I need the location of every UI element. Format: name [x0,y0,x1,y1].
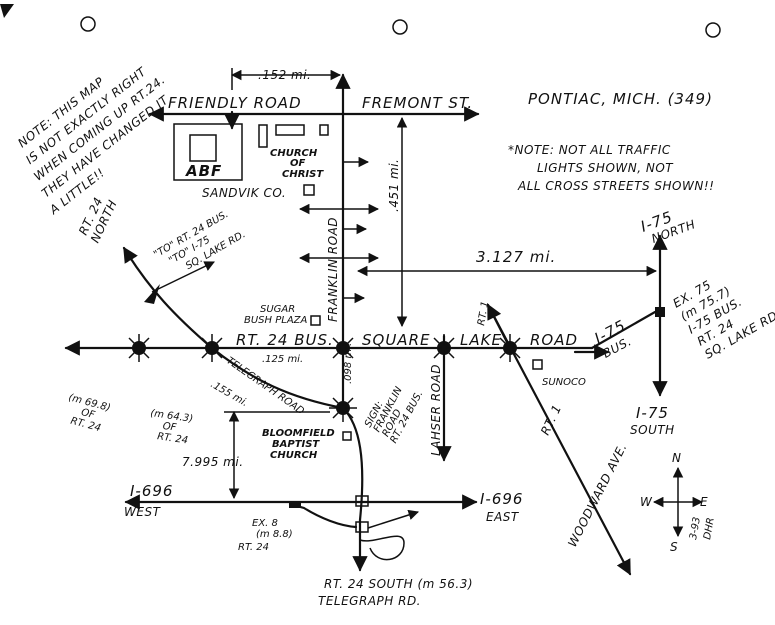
compass-icon [652,466,704,538]
date-stamp: 3-93 [688,516,703,540]
traffic-light-icon [430,334,458,362]
traffic-light-icon [329,394,357,422]
telegraph-loop [359,535,405,561]
distance-3127: 3.127 mi. [476,248,556,266]
m643-text: OF [162,421,177,434]
sunoco-marker [532,359,543,370]
traffic-light-icon [198,334,226,362]
lahser-road-label: LAHSER ROAD [429,364,443,456]
woodward-label: WOODWARD AVE. [565,441,629,549]
fremont-st-label: FREMONT ST. [362,94,473,112]
ex75-marker [655,307,665,317]
distance-125: .125 mi. [262,354,303,365]
lake-label: LAKE [460,331,502,349]
abf-label: ABF [185,162,222,180]
sugar-bush-label: SUGAR [260,304,295,315]
ex8-ramp [288,502,358,529]
distance-7995: 7.995 mi. [182,455,244,469]
woodward-north [486,303,512,350]
square-label: SQUARE [362,331,430,349]
to-rt24-label: "TO" RT. 24 BUS. "TO" I-75 SQ. LAKE RD. [152,209,247,272]
church-christ-label: CHRIST [282,169,324,180]
traffic-light-icon [496,334,524,362]
i696-east-text: EAST [486,510,520,524]
m698-text: RT. 24 [69,416,102,435]
ex75-label: EX. 75 (m 75.7) I-75 BUS. RT. 24 SQ. LAK… [671,278,775,362]
note-right-line: *NOTE: NOT ALL TRAFFIC [508,143,671,157]
rt24-south-text: TELEGRAPH RD. [318,594,421,608]
road-label: ROAD [530,331,578,349]
i75-south-text: SOUTH [630,423,675,437]
abf-inner [189,134,217,162]
baptist-marker [342,431,352,441]
rt24-south-text: RT. 24 SOUTH (m 56.3) [324,577,473,591]
i75-north-label: I-75 NORTH [638,208,697,246]
rt24-north-label: RT. 24 NORTH [76,195,120,245]
distance-152: .152 mi. [258,68,311,82]
sandvik-marker [303,184,315,196]
sunoco-label: SUNOCO [542,377,586,388]
i696-west-text: WEST [124,505,162,519]
church-christ-marker [258,124,268,148]
baptist-label: BLOOMFIELD [262,428,335,439]
telegraph-south [341,406,368,572]
distance-451: .451 mi. [387,159,401,212]
ex8-text: (m 8.8) [256,529,293,540]
baptist-label: BAPTIST [272,439,320,450]
i75-bus-label: I-75 BUS. [591,316,633,361]
i696-west-text: I-696 [130,482,173,500]
friendly-road-label: FRIENDLY ROAD [168,94,302,112]
traffic-light-icon [329,334,357,362]
note-left: NOTE: THIS MAP IS NOT EXACTLY RIGHT WHEN… [15,64,172,218]
church-christ-label: CHURCH [270,148,318,159]
ex8-marker [289,502,301,508]
punch-hole-icon [705,22,721,38]
distance-155: .155 mi. [209,379,250,409]
baptist-label: CHURCH [270,450,318,461]
note-right-line: LIGHTS SHOWN, NOT [537,161,674,175]
interchange-box [355,521,369,533]
church-christ-marker [319,124,329,136]
punch-hole-icon [80,16,96,32]
ex8-text: EX. 8 [252,518,278,529]
note-right-line: ALL CROSS STREETS SHOWN!! [517,179,714,193]
m643-label: (m 64.3) OF RT. 24 [150,408,194,446]
m698-text: OF [80,407,96,421]
sugar-bush-marker [310,315,321,326]
sign-label: SIGN: FRANKLIN ROAD RT. 24 BUS. [363,385,425,446]
compass-n: N [672,451,681,465]
compass-w: W [640,495,653,509]
corner-arrow-icon [0,4,14,18]
sandvik-label: SANDVIK CO. [202,186,286,200]
square-lake-ramp [590,310,657,350]
church-christ-marker [275,124,305,136]
map-title: PONTIAC, MICH. (349) [528,90,713,108]
ramp [367,509,420,529]
traffic-light-icon [125,334,153,362]
m643-text: RT. 24 [156,431,188,446]
rt24-bus-label: RT. 24 BUS. [236,331,334,349]
franklin-road-label: FRANKLIN ROAD [326,217,340,322]
i75-south-text: I-75 [636,404,669,422]
punch-hole-icon [392,19,408,35]
date-stamp: DHR [702,517,717,541]
rt24-north-curve [122,246,345,410]
m698-label: (m 69.8) OF RT. 24 [67,392,111,435]
ramp-marker-icon [144,284,160,304]
rt24-to-connector [151,261,215,293]
abf-building [173,123,243,181]
compass-s: S [670,540,678,554]
rt1-label-top: RT. 1 [476,300,491,326]
church-christ-label: OF [290,158,306,169]
i696-east-text: I-696 [480,490,523,508]
sugar-bush-label: BUSH PLAZA [244,315,308,326]
ex8-text: RT. 24 [238,542,269,553]
compass-e: E [700,495,708,509]
distance-098: .098 mi. [343,343,354,384]
